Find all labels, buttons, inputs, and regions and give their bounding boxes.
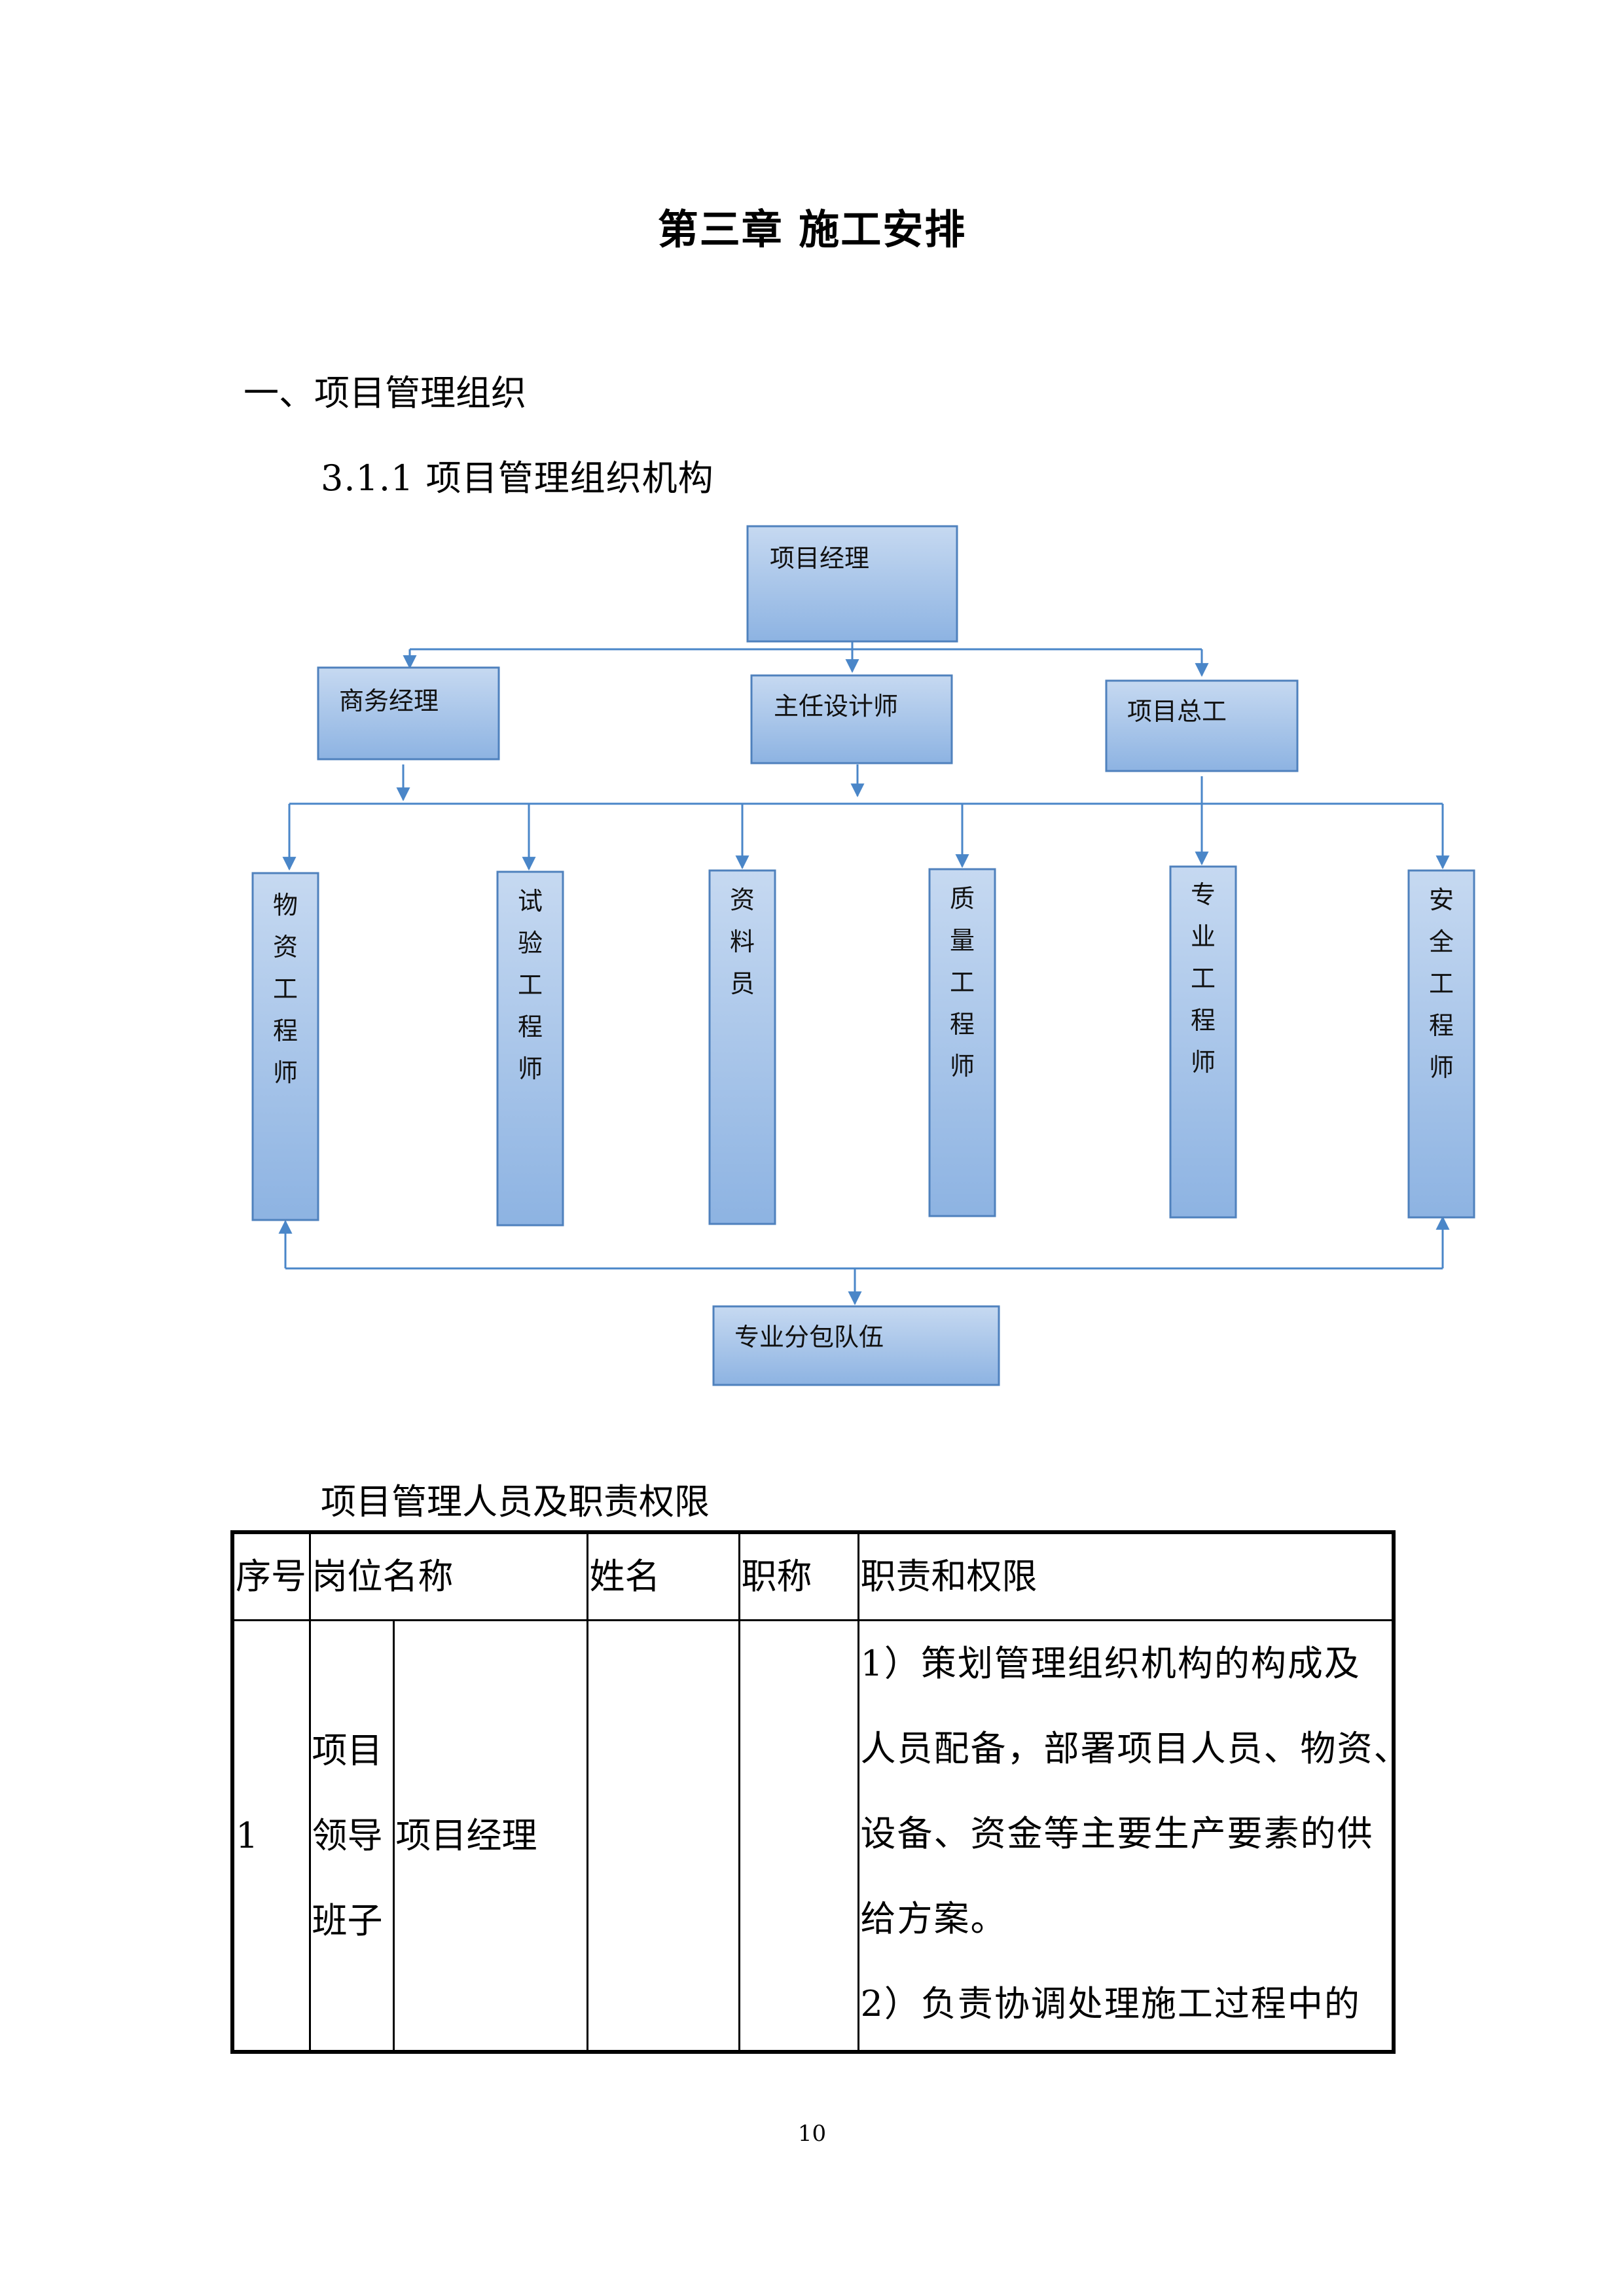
org-connectors <box>278 641 1450 1306</box>
org-char: 量 <box>950 926 975 955</box>
org-char: 资 <box>730 886 755 914</box>
org-char: 程 <box>273 1016 298 1045</box>
org-char: 工 <box>518 971 543 999</box>
org-char: 工 <box>1191 964 1216 993</box>
org-char: 业 <box>1191 922 1216 951</box>
org-box-label: 专业分包队伍 <box>734 1323 884 1352</box>
cell-position: 项目经理 <box>392 1619 588 2053</box>
org-char: 专 <box>1191 880 1216 909</box>
group-line: 班子 <box>312 1899 383 1941</box>
org-box-label: 项目总工 <box>1127 697 1227 726</box>
org-char: 程 <box>518 1013 543 1041</box>
org-char: 师 <box>950 1052 975 1081</box>
org-box-label: 项目经理 <box>770 544 869 573</box>
org-char: 师 <box>518 1054 543 1083</box>
org-char: 程 <box>1429 1011 1454 1040</box>
staff-responsibility-table: 序号 岗位名称 姓名 职称 职责和权限 1 项目 领导 班子 项目经理 1）策划… <box>230 1530 1396 2054</box>
org-char: 师 <box>273 1058 298 1087</box>
section-heading: 一、项目管理组织 <box>244 372 526 414</box>
cell-title <box>738 1619 859 2053</box>
org-box-testing-engineer: 试 验 工 程 师 <box>496 870 564 1227</box>
table-header-row: 序号 岗位名称 姓名 职称 职责和权限 <box>231 1531 1395 1621</box>
org-char: 资 <box>273 933 298 961</box>
header-seq: 序号 <box>231 1531 311 1621</box>
header-title: 职称 <box>738 1531 859 1621</box>
subsection-heading: 3.1.1 项目管理组织机构 <box>321 457 714 499</box>
org-char: 师 <box>1429 1053 1454 1082</box>
org-char: 全 <box>1429 927 1454 956</box>
org-box-subcontractor-team: 专业分包队伍 <box>712 1305 1000 1386</box>
org-chart: 项目经理 商务经理 主任设计师 项目总工 物 资 工 程 师 试 验 工 程 师… <box>251 525 1475 1386</box>
org-char: 试 <box>518 887 543 916</box>
duties-line: 给方案。 <box>860 1898 1007 1939</box>
duties-line: 2）负责协调处理施工过程中的 <box>860 1983 1361 2024</box>
duties-line: 1）策划管理组织机构的构成及 <box>860 1643 1361 1684</box>
org-char: 工 <box>1429 969 1454 998</box>
duties-line: 人员配备，部署项目人员、物资、 <box>860 1728 1391 1769</box>
group-line: 领导 <box>312 1814 383 1856</box>
cell-name <box>586 1619 740 2053</box>
org-char: 工 <box>950 968 975 997</box>
org-char: 程 <box>950 1010 975 1039</box>
org-box-quality-engineer: 质 量 工 程 师 <box>928 868 996 1217</box>
org-box-label: 主任设计师 <box>774 692 898 721</box>
org-box-chief-engineer: 项目总工 <box>1105 679 1299 772</box>
org-char: 物 <box>273 891 298 920</box>
header-duties: 职责和权限 <box>857 1531 1395 1621</box>
table-row: 1 项目 领导 班子 项目经理 1）策划管理组织机构的构成及 人员配备，部署项目… <box>231 1619 1395 2053</box>
duties-line: 设备、资金等主要生产要素的供 <box>860 1813 1374 1854</box>
page-number: 10 <box>797 2121 827 2147</box>
group-line: 项目 <box>312 1729 383 1771</box>
org-char: 员 <box>730 969 755 998</box>
org-box-business-manager: 商务经理 <box>317 666 500 761</box>
org-char: 料 <box>730 927 755 956</box>
cell-duties: 1）策划管理组织机构的构成及 人员配备，部署项目人员、物资、 设备、资金等主要生… <box>857 1619 1395 2053</box>
org-box-project-manager: 项目经理 <box>746 525 958 643</box>
org-box-chief-designer: 主任设计师 <box>750 674 953 764</box>
org-char: 程 <box>1191 1006 1216 1035</box>
org-char: 工 <box>273 975 298 1003</box>
cell-seq: 1 <box>231 1619 311 2053</box>
org-char: 师 <box>1191 1048 1216 1077</box>
org-box-documentation-clerk: 资 料 员 <box>708 869 776 1225</box>
org-box-materials-engineer: 物 资 工 程 师 <box>251 872 319 1221</box>
org-char: 验 <box>518 929 543 958</box>
cell-group: 项目 领导 班子 <box>308 1619 395 2053</box>
header-name: 姓名 <box>586 1531 740 1621</box>
org-box-safety-engineer: 安 全 工 程 师 <box>1407 869 1475 1219</box>
chapter-title: 第三章 施工安排 <box>657 206 967 253</box>
org-box-specialty-engineer: 专 业 工 程 师 <box>1169 865 1237 1219</box>
org-char: 安 <box>1429 886 1454 914</box>
header-position: 岗位名称 <box>308 1531 588 1621</box>
table-caption: 项目管理人员及职责权限 <box>321 1481 710 1522</box>
org-char: 质 <box>950 884 975 913</box>
org-box-label: 商务经理 <box>339 687 439 715</box>
